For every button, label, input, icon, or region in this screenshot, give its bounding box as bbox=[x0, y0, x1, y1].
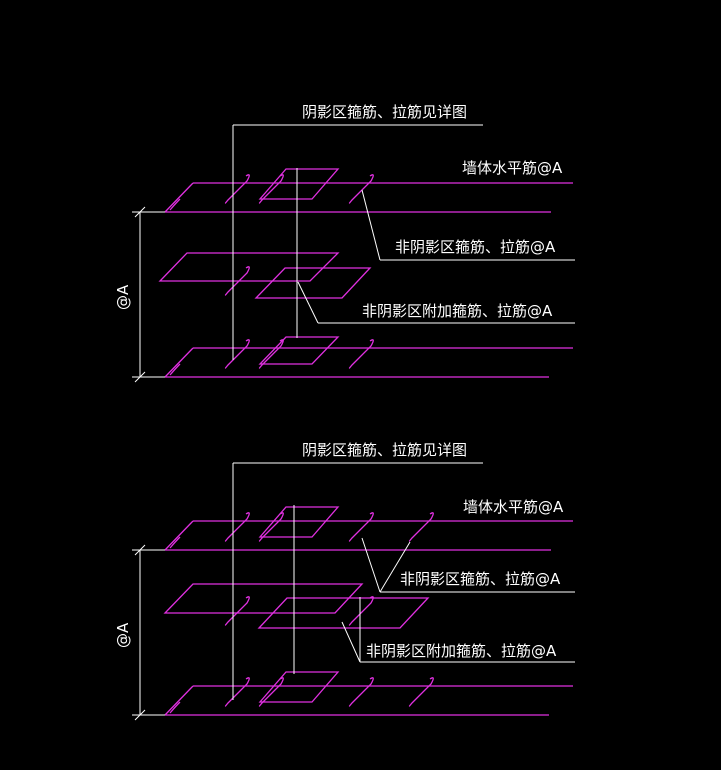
label-shadow-stirrups: 阴影区箍筋、拉筋见详图 bbox=[302, 103, 467, 121]
leaders bbox=[232, 462, 575, 700]
dimension-line bbox=[132, 544, 165, 721]
tie-hooks bbox=[169, 512, 434, 714]
label-shadow-stirrups: 阴影区箍筋、拉筋见详图 bbox=[302, 441, 467, 459]
label-horizontal-bars: 墙体水平筋@A bbox=[463, 498, 564, 516]
label-additional-stirrups: 非阴影区附加箍筋、拉筋@A bbox=[366, 642, 557, 660]
label-non-shadow-stirrups: 非阴影区箍筋、拉筋@A bbox=[400, 570, 561, 588]
horizontal-bars-top bbox=[164, 520, 573, 551]
horizontal-bars-top bbox=[164, 182, 573, 213]
horizontal-bars-bottom bbox=[164, 685, 573, 716]
detail-upper: 阴影区箍筋、拉筋见详图 墙体水平筋@A 非阴影区箍筋、拉筋@A 非阴影区附加箍筋… bbox=[114, 103, 575, 383]
stirrups-shadow-area bbox=[258, 506, 340, 703]
dimension-line bbox=[132, 206, 165, 383]
stirrups-non-shadow bbox=[163, 583, 430, 629]
label-dimension: @A bbox=[114, 284, 132, 310]
detail-lower: 阴影区箍筋、拉筋见详图 墙体水平筋@A 非阴影区箍筋、拉筋@A 非阴影区附加箍筋… bbox=[114, 441, 575, 721]
label-non-shadow-stirrups: 非阴影区箍筋、拉筋@A bbox=[395, 238, 556, 256]
stirrups-non-shadow bbox=[158, 252, 372, 299]
leaders bbox=[232, 124, 575, 360]
stirrups-shadow-area bbox=[258, 168, 340, 365]
tie-hooks bbox=[169, 174, 374, 376]
label-horizontal-bars: 墙体水平筋@A bbox=[462, 159, 563, 177]
label-dimension: @A bbox=[114, 622, 132, 648]
label-additional-stirrups: 非阴影区附加箍筋、拉筋@A bbox=[362, 302, 553, 320]
horizontal-bars-bottom bbox=[164, 347, 573, 378]
